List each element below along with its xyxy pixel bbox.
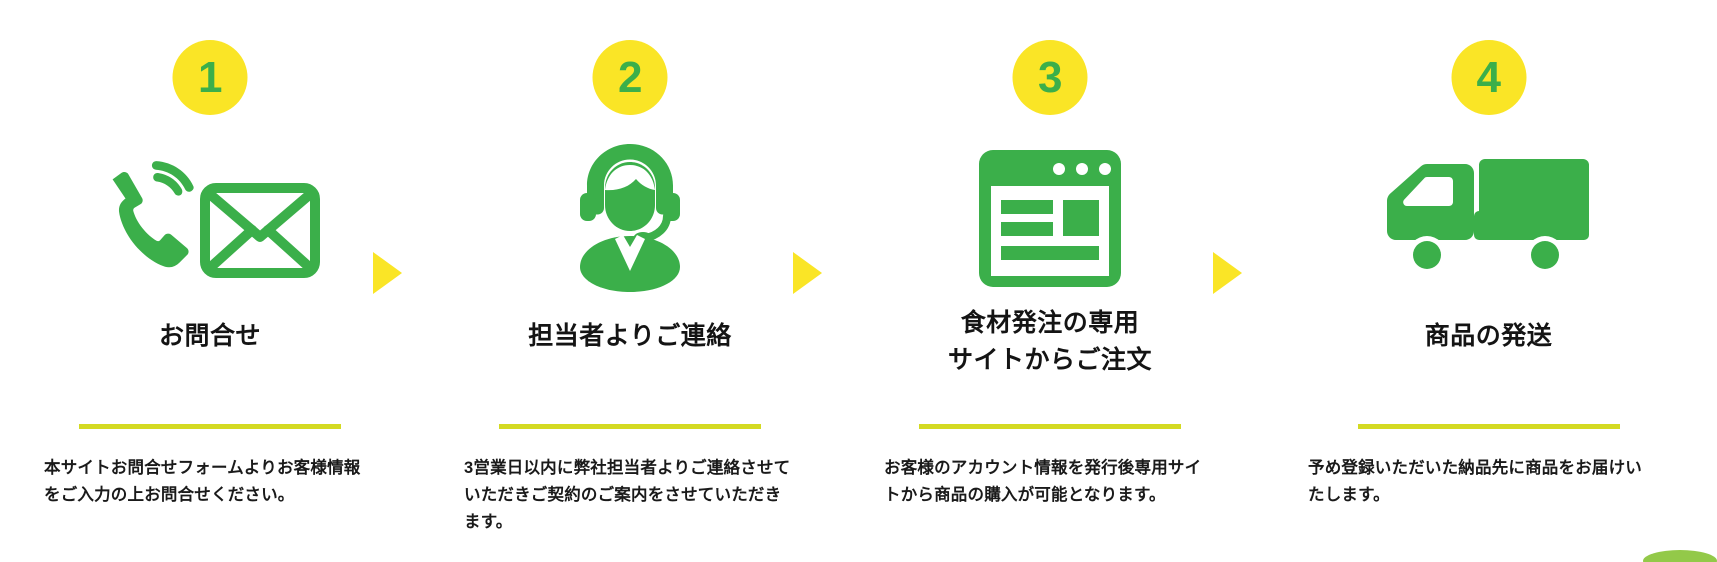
step-title-2: 担当者よりご連絡	[528, 322, 732, 350]
step-title-underline-4	[1357, 424, 1620, 429]
step-title-4: 商品の発送	[1424, 322, 1553, 350]
step-number-badge-3: 3	[1012, 40, 1088, 115]
corner-decoration	[1643, 550, 1717, 562]
step-number-1: 1	[198, 52, 222, 102]
step-description-4: 予め登録いただいた納品先に商品をお届けいたします。	[1308, 459, 1642, 504]
browser-window-icon	[840, 138, 1260, 298]
step-number-badge-4: 4	[1451, 40, 1526, 115]
step-description-1: 本サイトお問合せフォームよりお客様情報をご入力の上お問合せください。	[44, 459, 361, 504]
step-number-3: 3	[1038, 52, 1062, 102]
step-title-underline-1	[79, 424, 341, 429]
step-title-1: お問合せ	[158, 322, 261, 350]
step-title-underline-3	[919, 424, 1181, 429]
phone-and-envelope-icon	[0, 138, 420, 298]
step-number-4: 4	[1476, 52, 1501, 102]
delivery-truck-icon	[1260, 138, 1717, 298]
step-number-badge-2: 2	[592, 40, 668, 115]
step-title-underline-2	[499, 424, 761, 429]
step-description-3: お客様のアカウント情報を発行後専用サイトから商品の購入が可能となります。	[884, 459, 1202, 504]
step-number-2: 2	[618, 52, 642, 102]
process-step-3: 3 食材発注の専用 サイトからご注文 お客様のアカウント情報を発行後専用サイトか…	[840, 0, 1260, 562]
process-step-2: 2	[420, 0, 840, 562]
step-description-2: 3営業日以内に弊社担当者よりご連絡させていただきご契約のご案内をさせていただきま…	[464, 459, 791, 531]
process-step-4: 4 商品	[1260, 0, 1717, 562]
headset-operator-icon	[420, 138, 840, 298]
flow-arrow-2	[793, 252, 822, 294]
step-number-badge-1: 1	[172, 40, 248, 115]
step-title-3: 食材発注の専用 サイトからご注文	[947, 309, 1152, 374]
flow-arrow-1	[373, 252, 402, 294]
flow-arrow-3	[1213, 252, 1242, 294]
process-step-1: 1 お問合せ	[0, 0, 420, 562]
